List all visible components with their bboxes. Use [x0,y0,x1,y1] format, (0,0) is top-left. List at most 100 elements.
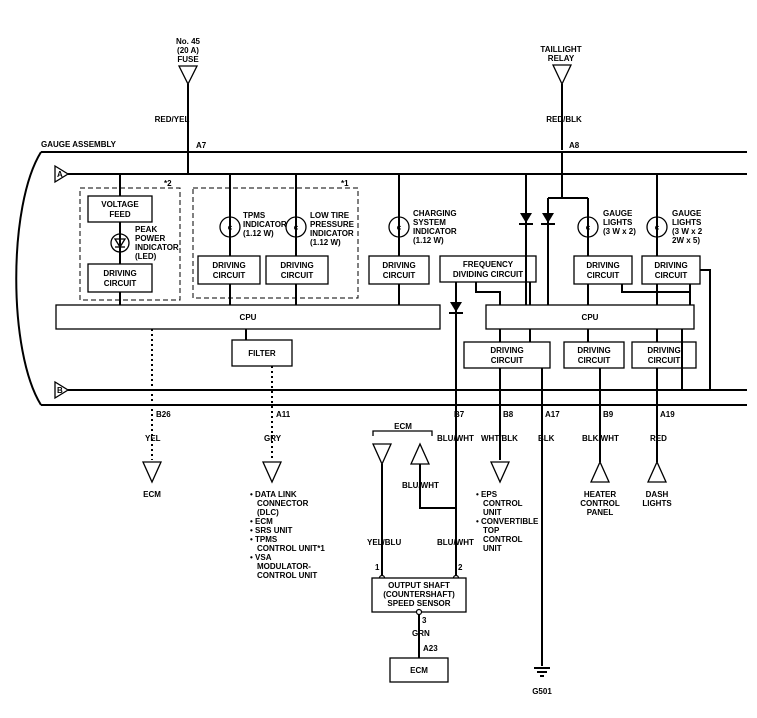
svg-text:FILTER: FILTER [248,349,276,358]
charging-bulb-icon: c [388,216,410,238]
svg-text:RELAY: RELAY [548,54,575,63]
svg-text:CONTROL: CONTROL [580,499,620,508]
option-1-group [192,187,359,299]
voltage-feed-box [87,195,153,223]
tpms-bulb-icon: c [219,216,241,238]
driving-circuit-lower-2 [563,341,625,369]
svg-text:(20 A): (20 A) [177,46,199,55]
svg-text:CIRCUIT: CIRCUIT [383,271,416,280]
svg-text:BLU/WHT: BLU/WHT [402,481,439,490]
svg-text:(LED): (LED) [135,252,157,261]
option-2-group [79,187,181,301]
svg-text:RED: RED [650,434,667,443]
svg-text:CIRCUIT: CIRCUIT [587,271,620,280]
speed-sensor-box [371,577,467,613]
svg-text:TAILLIGHT: TAILLIGHT [540,45,581,54]
svg-text:2: 2 [458,563,463,572]
svg-text:DRIVING: DRIVING [586,261,619,270]
taillight-pin: A8 [569,141,580,150]
svg-text:UNIT: UNIT [483,508,502,517]
gry-arrow [261,461,283,484]
svg-text:DRIVING: DRIVING [382,261,415,270]
bus-b-label: B [57,386,63,395]
gauge-lights-1-bulb-icon: c [577,216,599,238]
taillight-input-arrow [551,64,573,86]
svg-text:B7: B7 [454,410,465,419]
svg-text:1: 1 [375,563,380,572]
svg-text:• EPS: • EPS [476,490,498,499]
svg-text:PANEL: PANEL [587,508,614,517]
driving-circuit-peak [87,263,153,293]
svg-text:c: c [228,223,233,232]
svg-text:CHARGING: CHARGING [413,209,457,218]
svg-text:CPU: CPU [582,313,599,322]
svg-text:DRIVING: DRIVING [490,346,523,355]
eps-arrow [489,461,511,484]
svg-text:B9: B9 [603,410,614,419]
ecm-group-bracket [372,430,433,436]
eps-destination-list: • EPS CONTROL UNIT • CONVERTIBLE TOP CON… [476,490,539,553]
ecm-loop-wire [419,464,456,509]
svg-text:c: c [397,223,402,232]
svg-text:(3 W x 2: (3 W x 2 [672,227,703,236]
ecm-sensor-arrow [371,443,393,466]
svg-text:• ECM: • ECM [250,517,273,526]
svg-text:DRIVING: DRIVING [212,261,245,270]
svg-text:SPEED SENSOR: SPEED SENSOR [387,599,450,608]
svg-text:CIRCUIT: CIRCUIT [491,356,524,365]
svg-text:PRESSURE: PRESSURE [310,220,355,229]
svg-text:2W x 5): 2W x 5) [672,236,700,245]
svg-text:LIGHTS: LIGHTS [672,218,702,227]
svg-text:DRIVING: DRIVING [647,346,680,355]
ecm-loop-arrow [409,442,431,465]
svg-text:A23: A23 [423,644,438,653]
svg-text:INDICATOR: INDICATOR [310,229,354,238]
svg-text:CONTROL: CONTROL [483,535,523,544]
driving-circuit-lower-3 [631,341,697,369]
svg-text:FUSE: FUSE [177,55,199,64]
svg-text:(1.12 W): (1.12 W) [413,236,444,245]
diode-2-icon [541,213,555,225]
filter-box [231,339,293,367]
svg-text:WHT/BLK: WHT/BLK [481,434,518,443]
bus-b-marker [54,380,70,400]
svg-text:BLK/WHT: BLK/WHT [582,434,619,443]
svg-text:GRN: GRN [412,629,430,638]
svg-text:(3 W x 2): (3 W x 2) [603,227,636,236]
note-1: *1 [341,179,349,188]
svg-text:c: c [586,223,591,232]
diode-3-icon [449,302,463,314]
svg-text:A17: A17 [545,410,560,419]
fuse-input-arrow [177,65,199,86]
svg-text:CONTROL UNIT: CONTROL UNIT [257,571,317,580]
svg-text:TOP: TOP [483,526,500,535]
svg-text:DIVIDING CIRCUIT: DIVIDING CIRCUIT [453,270,523,279]
fuse-wire-color: RED/YEL [155,115,190,124]
svg-text:No. 45: No. 45 [176,37,201,46]
svg-text:VOLTAGE: VOLTAGE [101,200,139,209]
svg-text:B26: B26 [156,410,171,419]
svg-text:• SRS UNIT: • SRS UNIT [250,526,292,535]
svg-text:YEL/BLU: YEL/BLU [367,538,401,547]
low-tire-bulb-icon: c [285,216,307,238]
svg-text:HEATER: HEATER [584,490,617,499]
taillight-label: TAILLIGHT RELAY [540,45,581,63]
svg-text:UNIT: UNIT [483,544,502,553]
heater-arrow [589,460,611,483]
gauge-assembly-title: GAUGE ASSEMBLY [41,140,117,149]
svg-text:DRIVING: DRIVING [280,261,313,270]
svg-text:SYSTEM: SYSTEM [413,218,446,227]
led-icon [110,233,130,253]
driving-circuit-charging [368,255,430,285]
driving-circuit-gauge-2 [641,255,701,285]
gauge-2-feed-to-bus-b [700,269,711,390]
svg-text:POWER: POWER [135,234,165,243]
svg-text:INDICATOR: INDICATOR [135,243,179,252]
svg-text:(COUNTERSHAFT): (COUNTERSHAFT) [383,590,455,599]
svg-text:B8: B8 [503,410,514,419]
note-2: *2 [164,179,172,188]
assembly-left-border [15,151,42,406]
driving-circuit-low-tire [265,255,329,285]
svg-text:YEL: YEL [145,434,161,443]
